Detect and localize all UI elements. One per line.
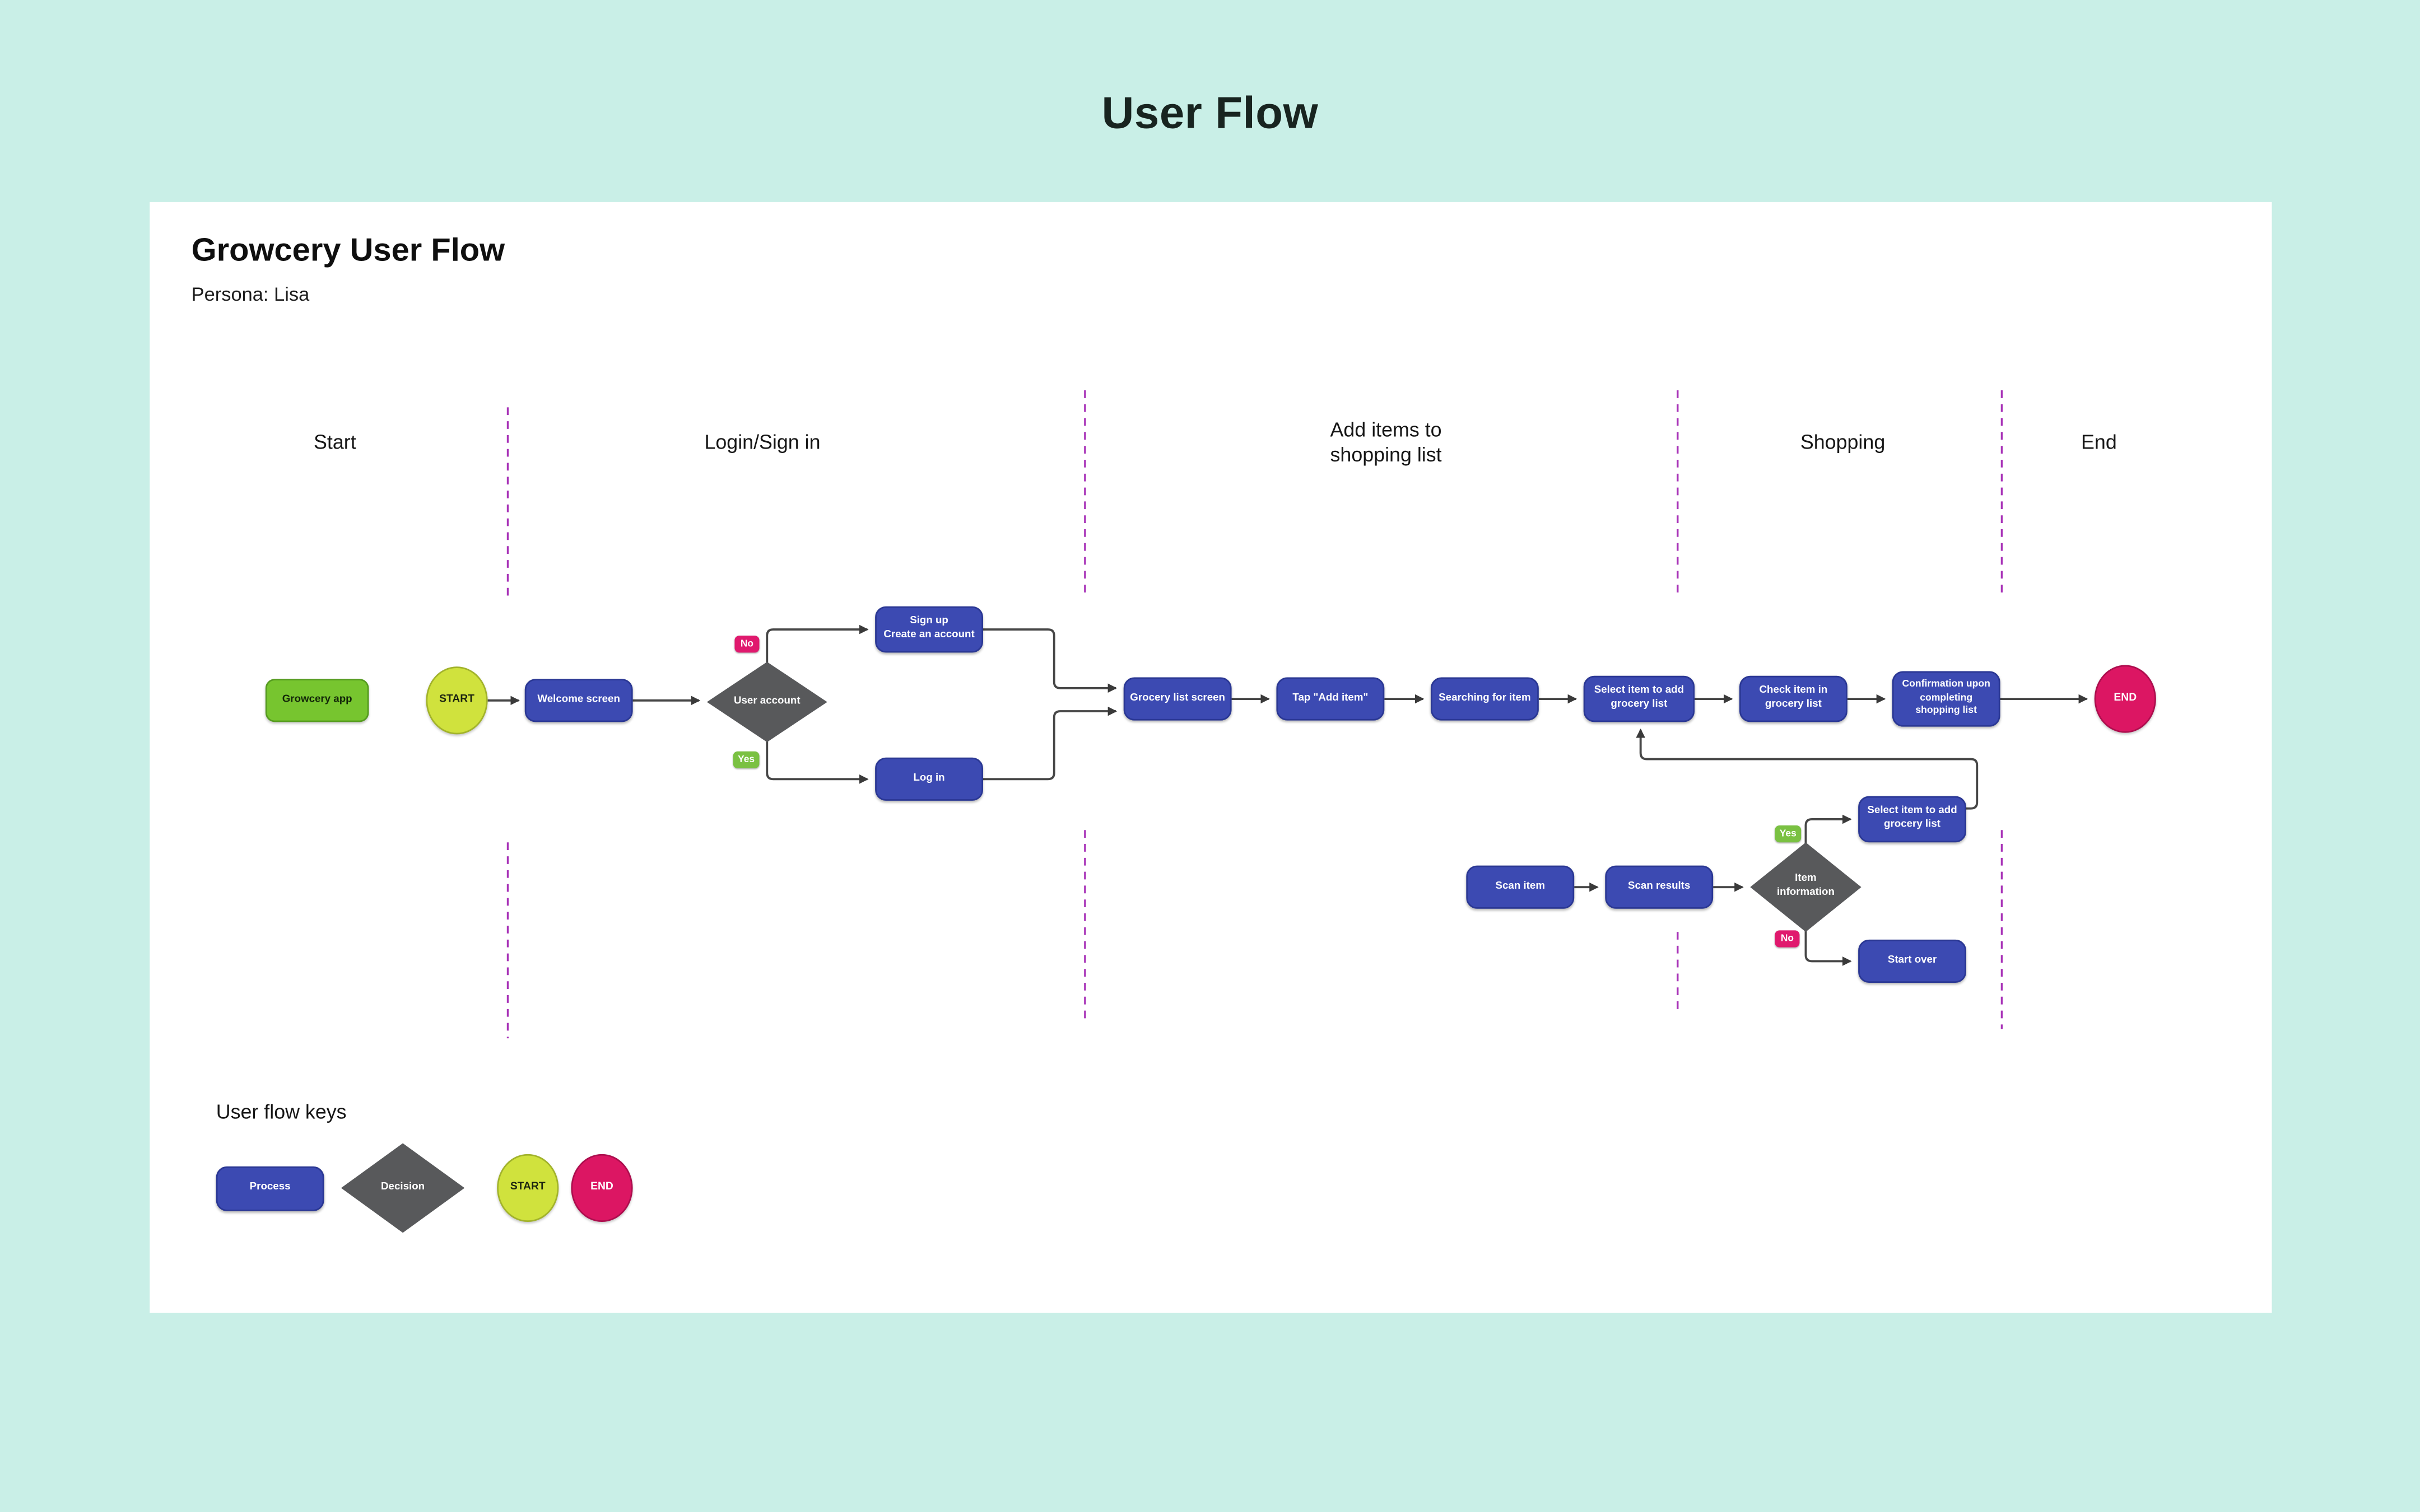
badge-yes-item-info[interactable]: Yes [1775, 825, 1802, 843]
badge-yes-log-in[interactable]: Yes [733, 751, 760, 769]
lane-label-start: Start [314, 430, 356, 454]
decision-item-information[interactable]: Item information [1750, 842, 1861, 932]
node-select-item-to-add-2[interactable]: Select item to add grocery list [1858, 796, 1966, 843]
node-welcome-screen[interactable]: Welcome screen [524, 679, 633, 722]
legend-process-shape[interactable]: Process [216, 1166, 324, 1211]
flow-connectors [487, 390, 2088, 1039]
lane-label-login: Login/Sign in [704, 430, 821, 454]
node-searching-for-item[interactable]: Searching for item [1430, 677, 1539, 721]
node-scan-item[interactable]: Scan item [1466, 865, 1575, 909]
node-end-circle[interactable]: END [2094, 665, 2156, 733]
board-subtitle: Persona: Lisa [191, 283, 310, 306]
legend-title: User flow keys [216, 1100, 347, 1123]
node-growcery-app[interactable]: Growcery app [265, 679, 369, 722]
node-confirmation[interactable]: Confirmation upon completing shopping li… [1892, 671, 2000, 727]
node-grocery-list-screen[interactable]: Grocery list screen [1123, 677, 1232, 721]
node-scan-results[interactable]: Scan results [1605, 865, 1714, 909]
legend-end-shape[interactable]: END [571, 1154, 633, 1222]
page-title: User Flow [1101, 89, 1319, 139]
legend-decision-shape[interactable]: Decision [341, 1143, 465, 1233]
node-start-circle[interactable]: START [426, 666, 488, 735]
node-tap-add-item[interactable]: Tap "Add item" [1276, 677, 1385, 721]
node-check-item[interactable]: Check item in grocery list [1739, 675, 1847, 722]
lane-label-end: End [2081, 430, 2117, 454]
board-title: Growcery User Flow [191, 233, 505, 269]
lane-label-shopping: Shopping [1800, 430, 1886, 454]
node-sign-up[interactable]: Sign up Create an account [875, 606, 983, 653]
node-select-item-to-add[interactable]: Select item to add grocery list [1583, 675, 1695, 722]
badge-no-sign-up[interactable]: No [734, 636, 760, 653]
node-start-over[interactable]: Start over [1858, 939, 1966, 983]
lane-label-add-items: Add items to shopping list [1330, 418, 1442, 466]
decision-user-account[interactable]: User account [706, 661, 827, 743]
flow-canvas: Growcery User Flow Persona: Lisa Start L… [150, 202, 2272, 1313]
node-log-in[interactable]: Log in [875, 757, 983, 801]
badge-no-item-info[interactable]: No [1775, 930, 1800, 948]
legend-start-shape[interactable]: START [497, 1154, 559, 1222]
